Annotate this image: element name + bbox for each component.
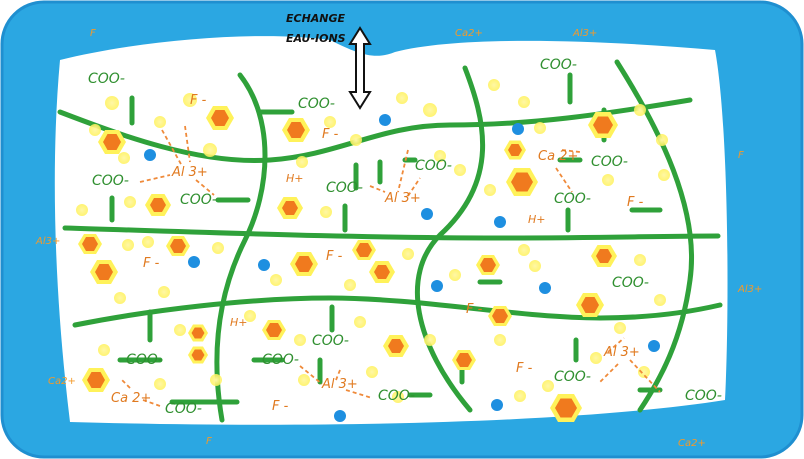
fluoride-label: F - [190, 93, 207, 108]
coo-label: COO- [262, 352, 299, 368]
coo-label: COO- [298, 96, 335, 112]
fluoride-label: F [90, 28, 96, 39]
coo-label: COO- [612, 275, 649, 291]
coo-label: COO- [554, 191, 591, 207]
coo-label: COO- [312, 333, 349, 349]
fluoride-label: F - [322, 127, 339, 142]
coo-label: COO- [378, 388, 415, 404]
fluoride-label: F - [326, 249, 343, 264]
proton-label: H+ [286, 172, 304, 185]
coo-label: COO- [554, 369, 591, 385]
coo-label: COO- [165, 401, 202, 417]
coo-label: COO- [326, 180, 363, 196]
fluoride-label: F [206, 436, 212, 447]
fluoride-label: F - [466, 302, 483, 317]
coo-label: COO- [591, 154, 628, 170]
coo-label: COO- [126, 352, 163, 368]
proton-label: H+ [230, 316, 248, 329]
coo-label: COO- [685, 388, 722, 404]
coo-label: COO- [540, 57, 577, 73]
calcium-label: Ca2+ [48, 376, 76, 387]
calcium-label: Ca 2+ [111, 391, 151, 406]
fluoride-label: F - [627, 195, 644, 210]
coo-label: COO- [88, 71, 125, 87]
aluminium-label: Al 3+ [321, 377, 358, 392]
aluminium-label: Al 3+ [171, 165, 208, 180]
aluminium-label: Al3+ [35, 236, 60, 247]
coo-label: COO- [92, 173, 129, 189]
proton-label: H+ [528, 213, 546, 226]
aluminium-label: Al 3+ [603, 345, 640, 360]
calcium-label: Ca2+ [455, 28, 483, 39]
calcium-label: Ca 2+ [538, 149, 578, 164]
fluoride-label: F - [516, 361, 533, 376]
aluminium-label: Al3+ [737, 284, 762, 295]
aluminium-label: Al 3+ [384, 191, 421, 206]
calcium-label: Ca2+ [678, 438, 706, 449]
coo-label: COO- [415, 158, 452, 174]
aluminium-label: Al3+ [572, 28, 597, 39]
exchange-title-line2: EAU-IONS [286, 32, 346, 45]
coo-label: COO- [180, 192, 217, 208]
exchange-title-line1: ECHANGE [286, 12, 346, 25]
fluoride-label: F - [272, 399, 289, 414]
fluoride-label: F [738, 150, 744, 161]
fluoride-label: F - [143, 256, 160, 271]
